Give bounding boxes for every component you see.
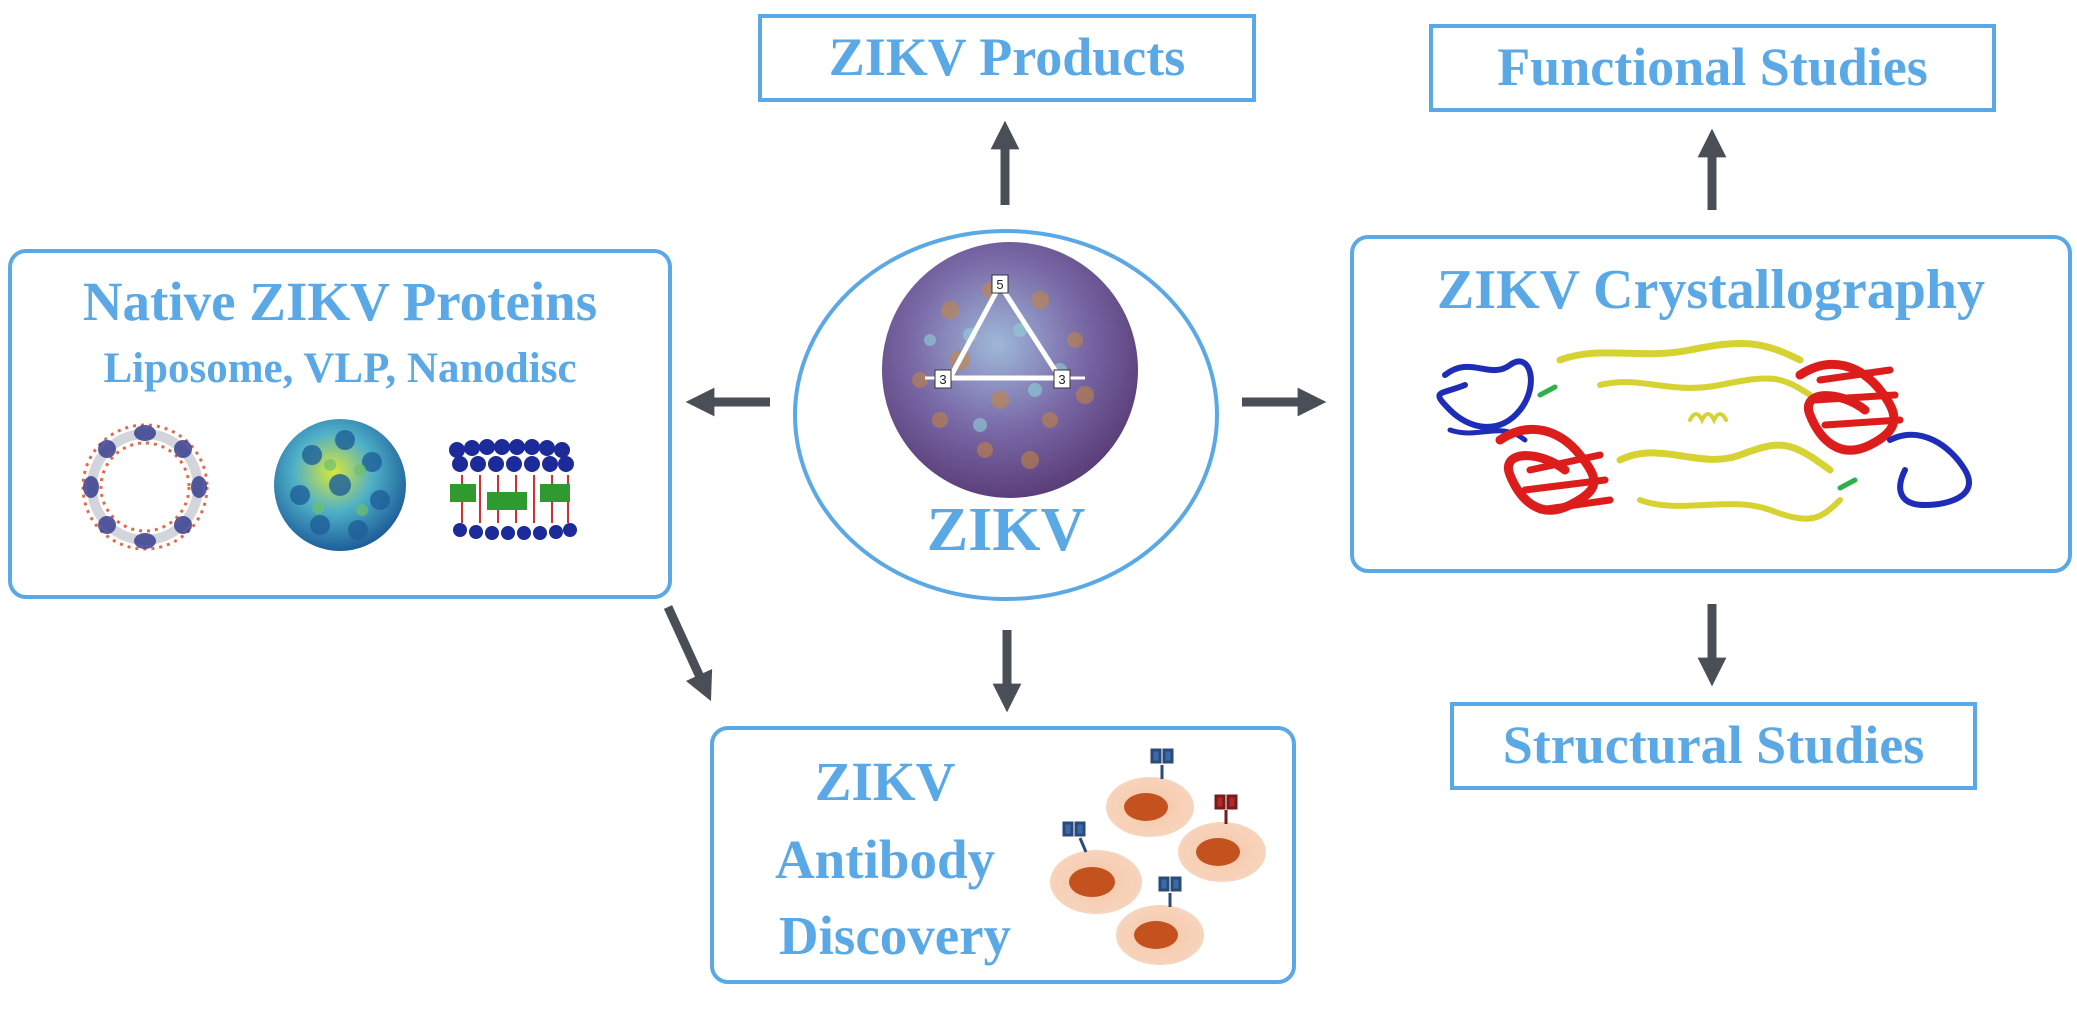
virion-label-3-right: 3: [1058, 372, 1065, 387]
crystallography-title: ZIKV Crystallography: [1436, 259, 1986, 321]
native-proteins-title: Native ZIKV Proteins: [82, 271, 598, 332]
vlp-image: [274, 419, 406, 551]
zikv-products-box: [758, 14, 1256, 102]
nanodisc-image: [449, 439, 577, 540]
structural-studies-box: [1450, 702, 1977, 790]
zikv-center-title: ZIKV: [926, 496, 1086, 564]
functional-studies-box: [1429, 24, 1996, 112]
arrow-native-to-antibody: [663, 605, 713, 702]
antibody-line-2: Antibody: [774, 829, 996, 890]
structural-studies-title: Structural Studies: [1502, 715, 1925, 775]
antibody-line-3: Discovery: [778, 905, 1012, 966]
virion-label-3-left: 3: [939, 372, 946, 387]
liposome-image: [81, 423, 209, 551]
virion-label-5: 5: [996, 277, 1003, 292]
functional-studies-title: Functional Studies: [1497, 37, 1928, 97]
antibody-line-1: ZIKV: [814, 751, 956, 812]
crystallography-box: [1350, 235, 2072, 573]
antibody-cells-image: [1050, 748, 1266, 965]
zikv-products-title: ZIKV Products: [828, 27, 1186, 87]
zikv-virion-image: 5 3 3: [882, 242, 1138, 498]
native-proteins-subtitle: Liposome, VLP, Nanodisc: [103, 345, 577, 392]
crystal-structure-image: [1436, 340, 1972, 522]
